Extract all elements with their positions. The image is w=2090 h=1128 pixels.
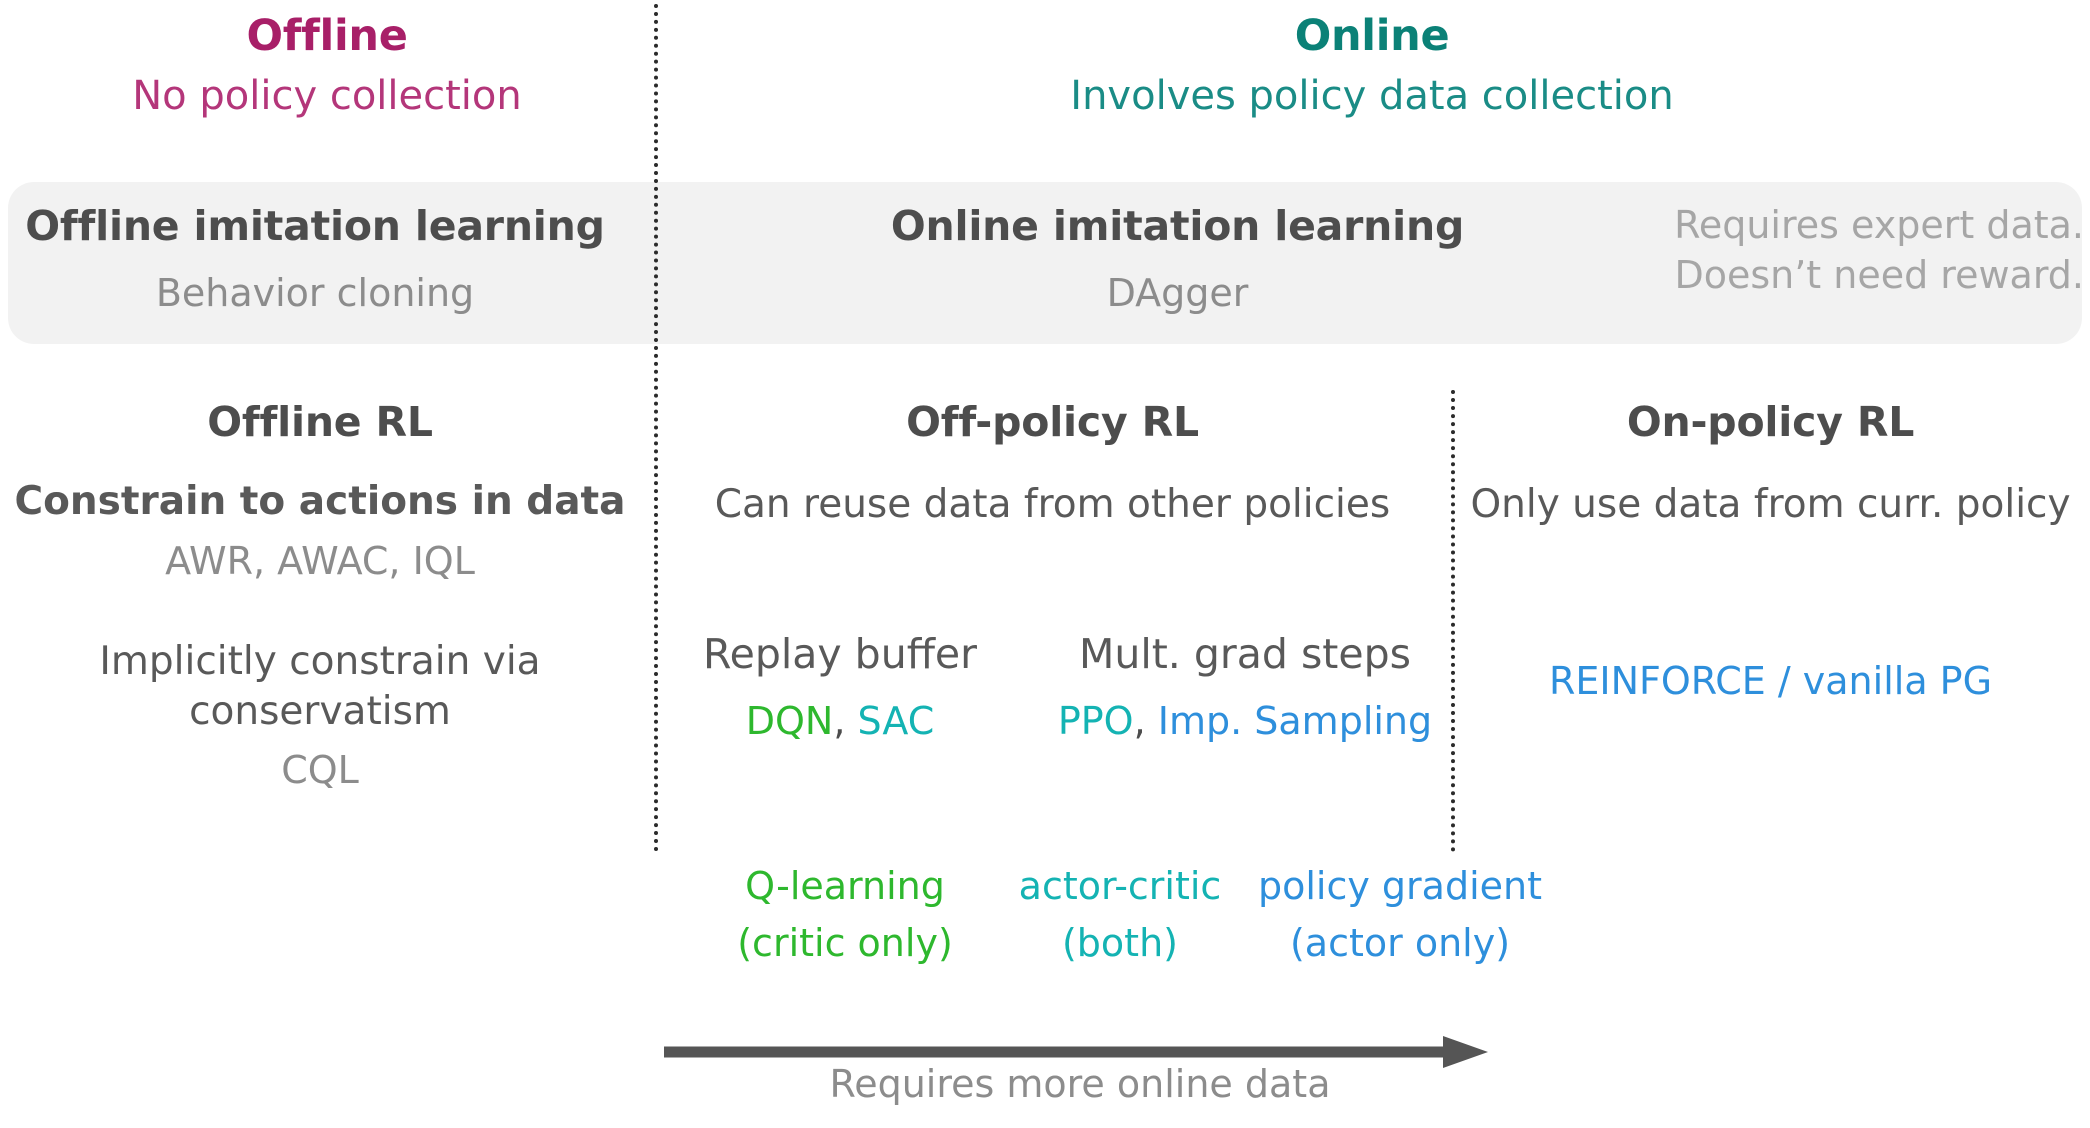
header-online: Online Involves policy data collection xyxy=(654,12,2090,119)
imitation-note: Requires expert data. Doesn’t need rewar… xyxy=(1660,200,2084,300)
off-policy-rl-title: Off-policy RL xyxy=(906,398,1199,446)
online-imitation-cell: Online imitation learning DAgger xyxy=(690,202,1665,315)
off-policy-rl-description-wrap: Can reuse data from other policies xyxy=(660,483,1445,527)
more-online-data-caption: Requires more online data xyxy=(829,1062,1331,1106)
replay-buffer-algorithms: DQN, SAC xyxy=(650,700,1030,743)
algo-ppo: PPO xyxy=(1057,698,1134,743)
offline-imitation-cell: Offline imitation learning Behavior clon… xyxy=(0,202,630,315)
subcolumn-mult-grad-steps: Mult. grad steps PPO, Imp. Sampling xyxy=(1040,630,1450,743)
off-policy-rl-title-wrap: Off-policy RL xyxy=(660,398,1445,446)
algo-separator-1: , xyxy=(833,698,858,743)
legend-q-learning-name: Q-learning xyxy=(745,864,945,908)
offline-rl-algorithms: AWR, AWAC, IQL xyxy=(165,538,475,583)
online-imitation-method: DAgger xyxy=(1106,270,1249,315)
header-online-title: Online xyxy=(1294,11,1450,61)
header-offline-subtitle: No policy collection xyxy=(132,73,522,120)
legend-item-q-learning: Q-learning (critic only) xyxy=(720,862,970,969)
offline-imitation-method: Behavior cloning xyxy=(155,270,475,315)
mult-grad-steps-algorithms: PPO, Imp. Sampling xyxy=(1040,700,1450,743)
legend-actor-critic-name: actor-critic xyxy=(1018,864,1222,908)
offline-rl-description: Constrain to actions in data xyxy=(14,479,626,524)
offline-imitation-title: Offline imitation learning xyxy=(25,202,605,250)
online-imitation-title: Online imitation learning xyxy=(890,202,1465,250)
header-offline-title: Offline xyxy=(246,11,408,61)
legend-policy-gradient-name: policy gradient xyxy=(1257,864,1543,908)
legend-policy-gradient-detail: (actor only) xyxy=(1289,921,1511,966)
offline-rl-title-wrap: Offline RL xyxy=(0,398,640,446)
on-policy-rl-title-wrap: On-policy RL xyxy=(1451,398,2090,446)
offline-rl-description2-line1: Implicitly constrain via xyxy=(99,639,541,684)
header-online-subtitle: Involves policy data collection xyxy=(1070,73,1674,120)
header-offline: Offline No policy collection xyxy=(0,12,654,119)
algo-dqn: DQN xyxy=(745,698,834,743)
offline-rl-description2-wrap: Implicitly constrain via conservatism CQ… xyxy=(0,640,640,792)
on-policy-rl-algorithms-wrap: REINFORCE / vanilla PG xyxy=(1451,660,2090,703)
algo-sac: SAC xyxy=(857,698,935,743)
offline-rl-description2-line2: conservatism xyxy=(189,688,451,734)
on-policy-rl-title: On-policy RL xyxy=(1626,398,1915,446)
algo-imp-sampling: Imp. Sampling xyxy=(1157,698,1433,743)
offline-rl-title: Offline RL xyxy=(207,398,433,446)
algo-separator-2: , xyxy=(1133,698,1158,743)
legend-item-policy-gradient: policy gradient (actor only) xyxy=(1250,862,1550,969)
more-online-data-arrow xyxy=(664,1036,1488,1068)
subcolumn-replay-buffer: Replay buffer DQN, SAC xyxy=(650,630,1030,743)
imitation-learning-band xyxy=(8,182,2082,344)
on-policy-rl-algorithms: REINFORCE / vanilla PG xyxy=(1548,659,1993,703)
legend-item-actor-critic: actor-critic (both) xyxy=(1000,862,1240,969)
offline-rl-description-wrap: Constrain to actions in data AWR, AWAC, … xyxy=(0,480,640,582)
imitation-note-line-2: Doesn’t need reward. xyxy=(1674,253,2084,298)
imitation-note-line-1: Requires expert data. xyxy=(1674,203,2084,247)
on-policy-rl-description-wrap: Only use data from curr. policy xyxy=(1451,483,2090,527)
divider-offline-online xyxy=(654,4,658,852)
replay-buffer-title: Replay buffer xyxy=(702,630,978,678)
offline-rl-algorithms2: CQL xyxy=(281,748,359,793)
mult-grad-steps-title: Mult. grad steps xyxy=(1078,630,1411,678)
on-policy-rl-description: Only use data from curr. policy xyxy=(1470,482,2071,527)
legend-q-learning-detail: (critic only) xyxy=(737,921,953,966)
legend-actor-critic-detail: (both) xyxy=(1061,921,1178,966)
off-policy-rl-description: Can reuse data from other policies xyxy=(714,482,1391,527)
divider-offpolicy-onpolicy xyxy=(1451,390,1455,852)
